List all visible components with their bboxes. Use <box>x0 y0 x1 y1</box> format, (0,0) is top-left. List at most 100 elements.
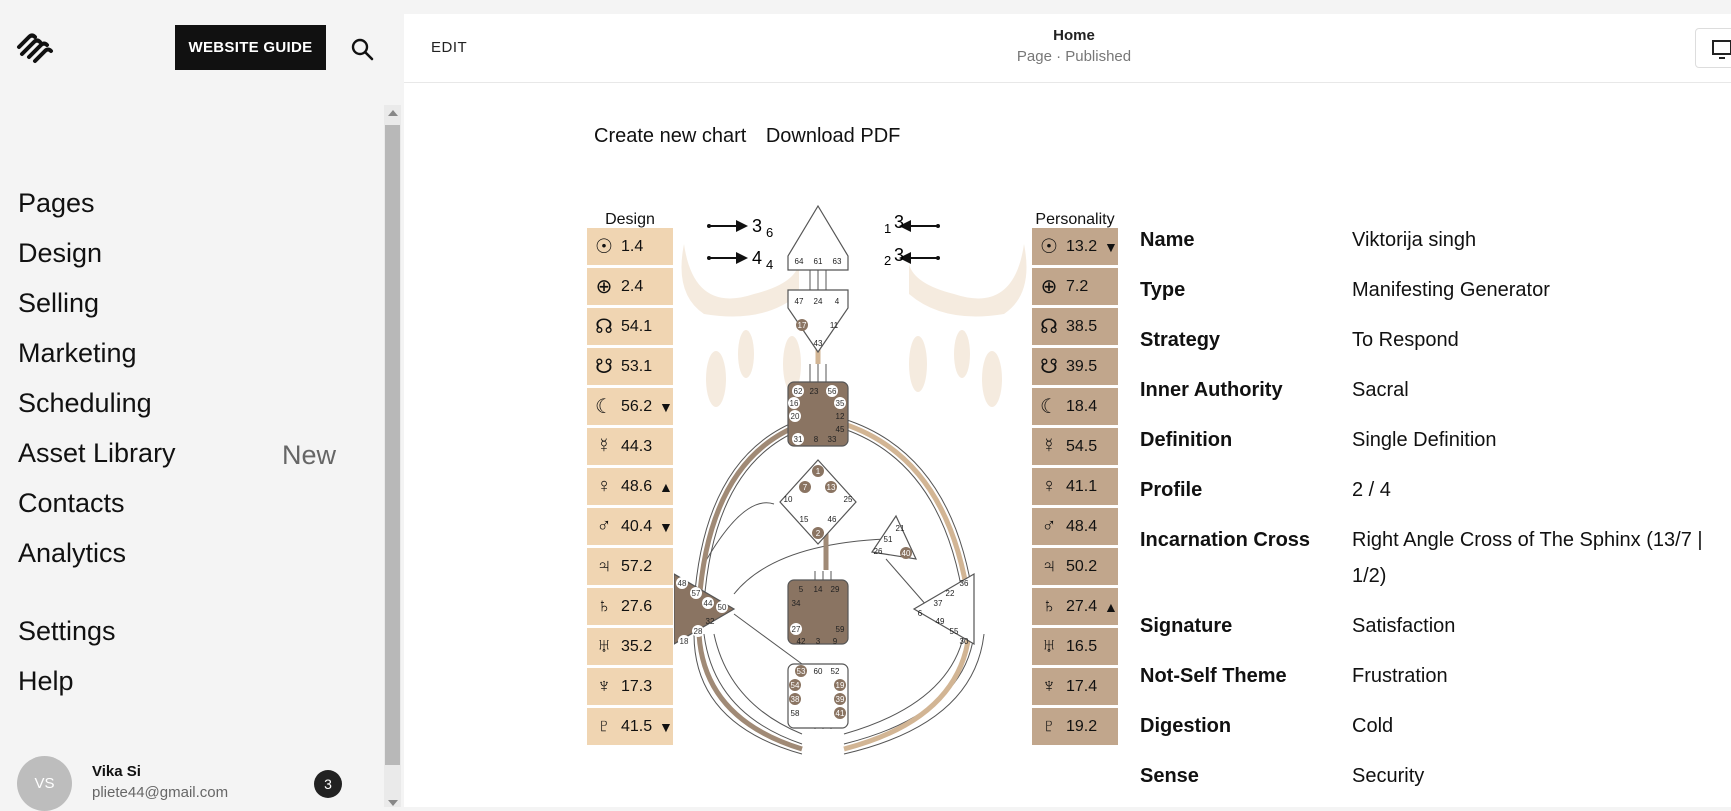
edit-button[interactable]: EDIT <box>431 39 468 56</box>
gate-label: 62 <box>794 387 803 396</box>
nav-pages[interactable]: Pages <box>18 188 95 218</box>
scroll-up-icon[interactable] <box>388 110 398 116</box>
gate-label: 24 <box>814 297 823 306</box>
nav-analytics[interactable]: Analytics <box>18 538 127 568</box>
design-gate-value: 44.3 <box>621 437 653 455</box>
gate-marker <box>812 465 824 477</box>
gate-label: 15 <box>800 515 809 524</box>
scrollbar-thumb[interactable] <box>385 125 400 765</box>
info-label: Digestion <box>1140 715 1232 737</box>
notification-badge[interactable]: 3 <box>314 770 342 798</box>
design-gate-value: 35.2 <box>621 637 653 655</box>
desktop-view-button[interactable] <box>1695 28 1731 68</box>
personality-gate-value: 27.4 <box>1066 597 1098 615</box>
personality-row: ☿54.5 <box>1032 428 1118 465</box>
monitor-icon <box>1712 40 1731 59</box>
gate-label: 35 <box>836 399 845 408</box>
planet-icon: ⊕ <box>595 276 613 298</box>
info-label: Type <box>1140 279 1186 301</box>
arrow-left-bot: 4 <box>752 248 762 268</box>
personality-row: ☋39.5 <box>1032 348 1118 385</box>
nav-marketing[interactable]: Marketing <box>18 338 137 368</box>
gate-label: 42 <box>797 637 806 646</box>
gate-label: 28 <box>694 627 703 636</box>
nav-design[interactable]: Design <box>18 238 103 268</box>
info-value: Viktorija singh <box>1352 229 1477 251</box>
gate-label: 48 <box>678 579 687 588</box>
personality-row: ♆17.4 <box>1032 668 1118 705</box>
nav-asset-library[interactable]: Asset Library <box>18 438 176 468</box>
nav-contacts[interactable]: Contacts <box>18 488 125 518</box>
design-row: ♃57.2 <box>587 548 673 585</box>
search-icon[interactable] <box>350 37 374 61</box>
gate-marker <box>789 410 801 422</box>
info-label: Signature <box>1140 615 1233 637</box>
gate-label: 34 <box>792 599 801 608</box>
design-row: ♀48.6▲ <box>587 468 673 505</box>
personality-gate-value: 18.4 <box>1066 397 1098 415</box>
squarespace-logo-icon[interactable] <box>16 33 54 65</box>
design-row: ☾56.2▼ <box>587 388 673 425</box>
nav-selling[interactable]: Selling <box>18 288 100 318</box>
planet-icon: ♄ <box>1041 595 1057 617</box>
info-value: Right Angle Cross of The Sphinx (13/7 | … <box>1352 529 1703 587</box>
personality-gate-value: 41.1 <box>1066 477 1098 495</box>
gate-label: 11 <box>830 321 839 330</box>
gate-label: 37 <box>934 599 943 608</box>
bodygraph-chart: 3 6 4 4 1 3 2 3 <box>674 204 1027 755</box>
gate-label: 56 <box>828 387 837 396</box>
arrow-left-top-sub: 6 <box>766 225 773 240</box>
personality-row: ⊕7.2 <box>1032 268 1118 305</box>
gate-label: 31 <box>794 435 803 444</box>
nav-help[interactable]: Help <box>18 666 74 696</box>
gate-label: 17 <box>798 321 807 330</box>
new-badge: New <box>282 440 337 470</box>
spleen-center <box>674 573 736 645</box>
planet-icon: ☾ <box>1040 396 1058 418</box>
gate-label: 25 <box>844 495 853 504</box>
personality-gate-value: 54.5 <box>1066 437 1098 455</box>
website-guide-button[interactable]: WEBSITE GUIDE <box>175 25 326 70</box>
info-value: Sacral <box>1352 379 1409 401</box>
personality-gate-value: 39.5 <box>1066 357 1098 375</box>
gate-marker <box>792 433 804 445</box>
create-new-chart-link[interactable]: Create new chart <box>594 125 747 147</box>
gate-marker <box>678 635 690 647</box>
gate-label: 33 <box>828 435 837 444</box>
personality-row: ☾ 18.4 <box>1032 388 1118 425</box>
planet-icon: ♀ <box>1041 475 1057 497</box>
gate-marker <box>702 597 714 609</box>
gate-label: 29 <box>831 585 840 594</box>
fixing-mark-icon: ▼ <box>659 518 673 535</box>
gate-label: 4 <box>835 297 840 306</box>
editor-main: EDIT Home Page · Published Create new ch… <box>404 14 1731 807</box>
gate-label: 26 <box>874 547 883 556</box>
nav-settings[interactable]: Settings <box>18 616 116 646</box>
info-label: Definition <box>1140 429 1233 451</box>
scroll-down-icon[interactable] <box>388 800 398 806</box>
planet-icon: ♂ <box>1041 515 1057 537</box>
nav-scheduling[interactable]: Scheduling <box>18 388 152 418</box>
download-pdf-link[interactable]: Download PDF <box>765 125 901 147</box>
gate-label: 59 <box>836 625 845 634</box>
gate-label: 43 <box>814 339 823 348</box>
gate-marker <box>834 693 846 705</box>
gate-marker <box>834 397 846 409</box>
throat-center <box>787 381 849 447</box>
arrow-left-bot-sub: 4 <box>766 257 773 272</box>
gate-marker <box>716 601 728 613</box>
avatar[interactable]: VS <box>17 756 72 811</box>
gate-marker <box>788 397 800 409</box>
gate-label: 7 <box>803 483 808 492</box>
personality-row: ♅16.5 <box>1032 628 1118 665</box>
page-title: Home <box>1053 27 1095 44</box>
gate-marker <box>792 385 804 397</box>
planet-icon: ♆ <box>596 675 612 697</box>
solar-plexus-center <box>912 572 975 646</box>
gate-label: 44 <box>704 599 713 608</box>
gate-label: 50 <box>718 603 727 612</box>
gate-label: 22 <box>946 589 955 598</box>
personality-gate-value: 13.2 <box>1066 237 1098 255</box>
